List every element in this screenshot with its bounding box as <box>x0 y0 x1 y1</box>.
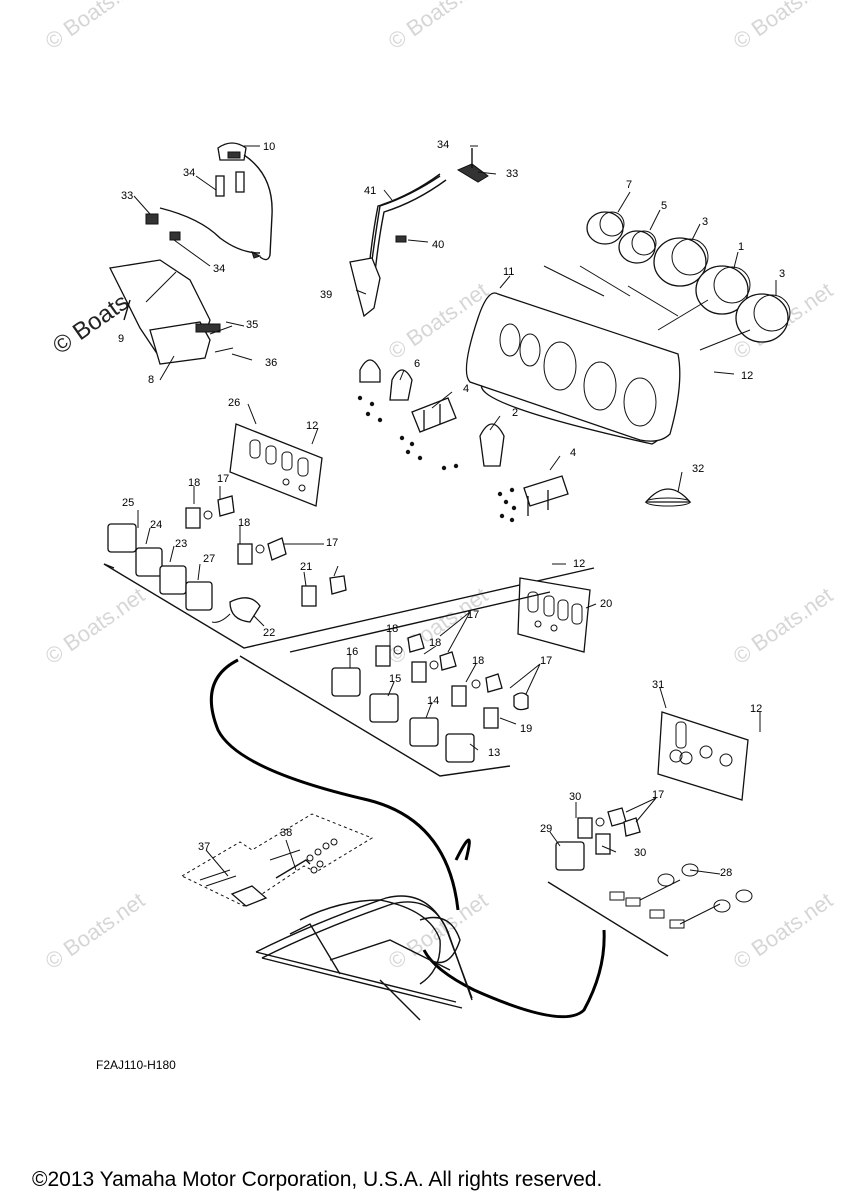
callout-18: 18 <box>429 637 441 649</box>
wire-harness <box>209 658 606 1019</box>
callout-25: 25 <box>122 497 134 509</box>
callout-17: 17 <box>652 789 664 801</box>
watermark: © Boats.net <box>41 887 150 974</box>
watermark: © Boats.net <box>41 582 150 669</box>
callout-3: 3 <box>702 216 708 228</box>
cable-assembly <box>349 148 489 318</box>
callout-10: 10 <box>263 141 275 153</box>
callout-15: 15 <box>389 673 401 685</box>
callout-14: 14 <box>427 695 439 707</box>
callout-1: 1 <box>738 241 744 253</box>
callout-18: 18 <box>386 623 398 635</box>
callout-33: 33 <box>506 168 518 180</box>
bracket-assembly <box>109 142 273 365</box>
callout-30: 30 <box>569 791 581 803</box>
callout-34: 34 <box>183 167 195 179</box>
switch-group-right <box>547 807 753 957</box>
callout-2: 2 <box>512 407 518 419</box>
callout-17: 17 <box>326 537 338 549</box>
callout-37: 37 <box>198 841 210 853</box>
callout-18: 18 <box>472 655 484 667</box>
callout-24: 24 <box>150 519 162 531</box>
gauge-brackets <box>357 359 692 523</box>
callouts: 10 34 33 34 9 35 36 8 34 33 41 40 39 7 5… <box>118 139 785 879</box>
hull-outline <box>255 895 473 1021</box>
switch-panel-26 <box>229 423 323 507</box>
callout-17: 17 <box>540 655 552 667</box>
callout-11: 11 <box>503 266 514 278</box>
callout-16: 16 <box>346 646 358 658</box>
leader-lines <box>133 145 777 877</box>
watermark: © Boats.net <box>41 0 150 54</box>
callout-41: 41 <box>364 185 376 197</box>
switch-group-left <box>103 495 595 649</box>
callout-17: 17 <box>467 609 479 621</box>
callout-22: 22 <box>263 627 275 639</box>
switch-group-middle <box>103 563 551 777</box>
callout-40: 40 <box>432 239 444 251</box>
callout-29: 29 <box>540 823 552 835</box>
callout-19: 19 <box>520 723 532 735</box>
callout-12: 12 <box>750 703 762 715</box>
callout-39: 39 <box>320 289 332 301</box>
switch-panel-31 <box>657 711 749 801</box>
callout-32: 32 <box>692 463 704 475</box>
callout-27: 27 <box>203 553 215 565</box>
watermark: © Boats.net <box>384 0 493 54</box>
gauges <box>586 211 791 343</box>
switch-panel-20 <box>517 577 591 653</box>
callout-21: 21 <box>300 561 312 573</box>
callout-18: 18 <box>238 517 250 529</box>
callout-12: 12 <box>573 558 585 570</box>
callout-17: 17 <box>217 473 229 485</box>
callout-35: 35 <box>246 319 258 331</box>
callout-31: 31 <box>652 679 664 691</box>
callout-12: 12 <box>306 420 318 432</box>
copyright-notice: ©2013 Yamaha Motor Corporation, U.S.A. A… <box>32 1168 603 1191</box>
dash-panel <box>465 265 751 445</box>
callout-4: 4 <box>463 383 469 395</box>
callout-34: 34 <box>213 263 225 275</box>
callout-4: 4 <box>570 447 576 459</box>
callout-9: 9 <box>118 333 124 345</box>
callout-34: 34 <box>437 139 449 151</box>
callout-38: 38 <box>280 827 292 839</box>
callout-8: 8 <box>148 374 154 386</box>
callout-28: 28 <box>720 867 732 879</box>
callout-5: 5 <box>661 200 667 212</box>
callout-13: 13 <box>488 747 500 759</box>
callout-33: 33 <box>121 190 133 202</box>
callout-30: 30 <box>634 847 646 859</box>
watermark: © Boats.net <box>729 0 838 54</box>
callout-18: 18 <box>188 477 200 489</box>
callout-20: 20 <box>600 598 612 610</box>
wiring-kit <box>180 813 374 907</box>
callout-36: 36 <box>265 357 277 369</box>
callout-6: 6 <box>414 358 420 370</box>
callout-23: 23 <box>175 538 187 550</box>
diagram-code: F2AJ110-H180 <box>96 1058 176 1072</box>
callout-26: 26 <box>228 397 240 409</box>
watermark: © Boats.net <box>729 582 838 669</box>
callout-3: 3 <box>779 268 785 280</box>
callout-12: 12 <box>741 370 753 382</box>
callout-7: 7 <box>626 179 632 191</box>
